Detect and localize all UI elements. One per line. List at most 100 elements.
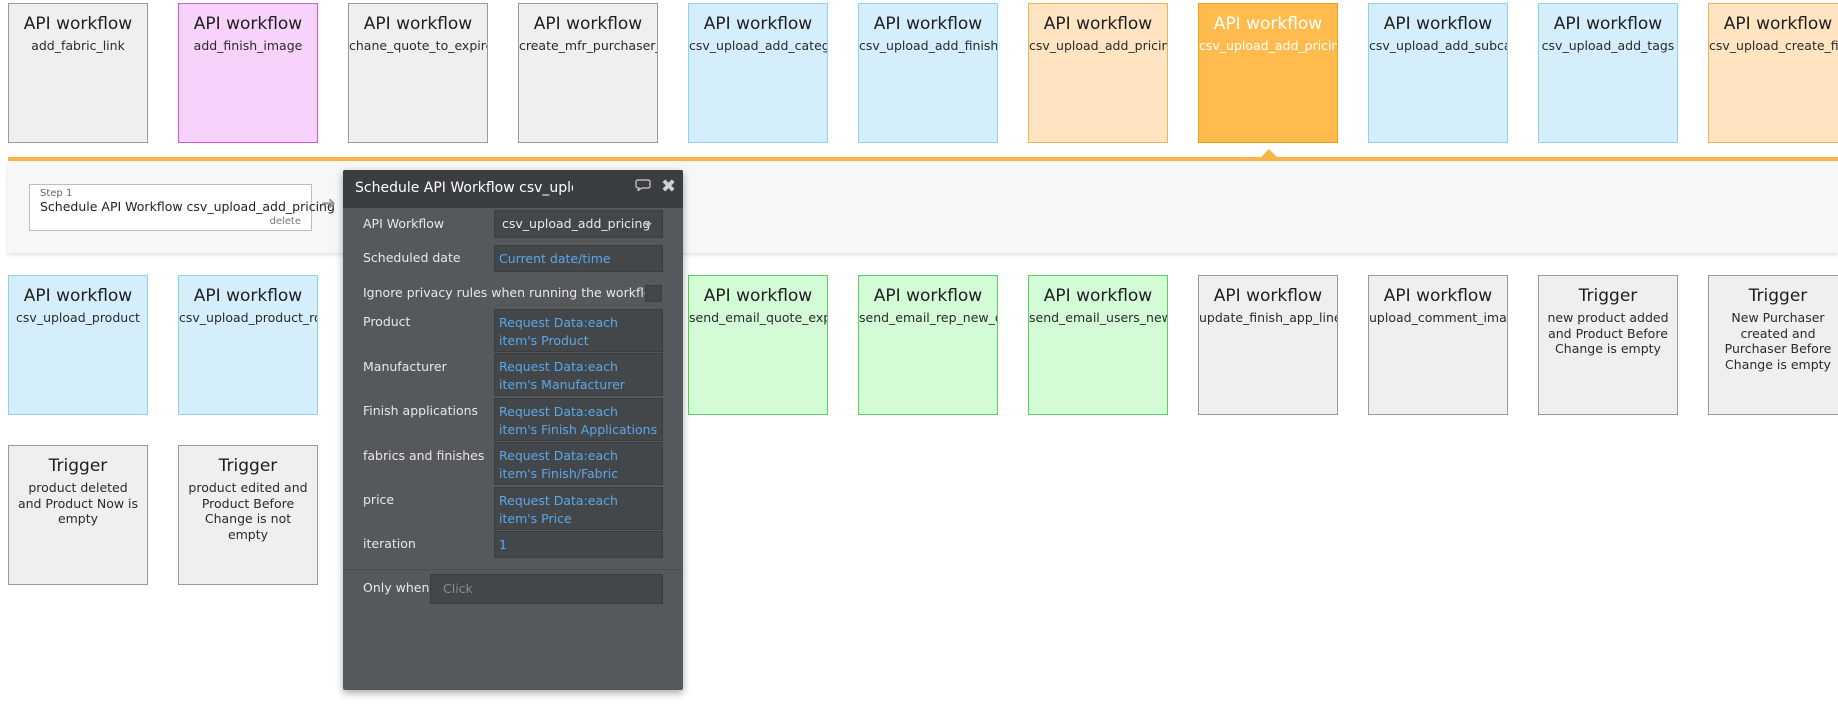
card-title: API workflow [873,286,983,306]
step-number: Step 1 [40,188,73,199]
card-subtitle: csv_upload_add_finish_a [859,38,997,53]
product-field[interactable]: Request Data:each item's Product [494,309,663,352]
card-title: API workflow [703,14,813,34]
ignore-privacy-label: Ignore privacy rules when running the wo… [363,285,662,300]
api-workflow-card[interactable]: API workflow csv_upload_create_fini [1708,3,1838,143]
api-workflow-dropdown[interactable]: csv_upload_add_pricing [494,210,663,238]
card-subtitle: send_email_rep_new_qu [859,310,997,325]
card-title: API workflow [1383,286,1493,306]
step-1-box[interactable]: Step 1 Schedule API Workflow csv_upload_… [29,184,335,231]
arrow-right-icon: ➜ [321,193,337,214]
card-title: API workflow [1553,14,1663,34]
api-workflow-card[interactable]: API workflow csv_upload_add_finish_a [858,3,998,143]
card-title: API workflow [1043,286,1153,306]
finish-applications-label: Finish applications [363,403,479,418]
fabrics-finishes-label: fabrics and finishes [363,448,485,463]
api-workflow-card[interactable]: API workflow upload_comment_image [1368,275,1508,415]
card-title: API workflow [193,14,303,34]
comment-icon[interactable] [635,179,651,191]
card-subtitle: csv_upload_create_fini [1709,38,1838,53]
card-title: Trigger [218,456,278,476]
selection-line [8,157,1838,161]
api-workflow-card[interactable]: API workflow csv_upload_add_tags [1538,3,1678,143]
card-subtitle: csv_upload_add_pricing [1199,38,1337,53]
card-title: API workflow [193,286,303,306]
chevron-down-icon [644,223,652,227]
card-title: API workflow [1213,286,1323,306]
selection-notch [1260,149,1278,158]
workflow-steps-panel [8,161,1838,253]
api-workflow-card[interactable]: API workflow csv_upload_product_rou [178,275,318,415]
card-subtitle: add_finish_image [193,38,303,53]
delete-step-link[interactable]: delete [269,216,301,227]
only-when-label: Only when [363,580,430,595]
api-workflow-card[interactable]: API workflow csv_upload_add_pricing [1028,3,1168,143]
card-title: API workflow [23,286,133,306]
card-subtitle: csv_upload_product [16,310,140,325]
card-subtitle: create_mfr_purchaser_c [519,38,657,53]
iteration-field[interactable]: 1 [494,531,663,558]
card-title: API workflow [873,14,983,34]
card-title: API workflow [1213,14,1323,34]
card-title: API workflow [1723,14,1833,34]
only-when-input[interactable]: Click [430,574,663,604]
card-subtitle: product edited and Product Before Change… [188,480,308,542]
product-label: Product [363,314,411,329]
card-subtitle: chane_quote_to_expired [349,38,487,53]
dialog-divider [343,569,683,570]
finish-applications-field[interactable]: Request Data:each item's Finish Applicat… [494,398,663,441]
schedule-workflow-dialog: Schedule API Workflow csv_upload_add_pri… [343,170,683,690]
api-workflow-value: csv_upload_add_pricing [502,216,651,231]
api-workflow-card[interactable]: API workflow csv_upload_add_pricing [1198,3,1338,143]
card-title: Trigger [1578,286,1638,306]
card-subtitle: send_email_users_new_ [1029,310,1167,325]
dialog-title: Schedule API Workflow csv_upload_add_pri… [355,180,573,196]
close-icon[interactable]: ✖ [661,176,677,197]
api-workflow-card[interactable]: API workflow update_finish_app_line_ [1198,275,1338,415]
card-title: API workflow [363,14,473,34]
dialog-header: Schedule API Workflow csv_upload_add_pri… [343,170,683,208]
card-subtitle: csv_upload_add_categor [689,38,827,53]
trigger-card[interactable]: Trigger product edited and Product Before… [178,445,318,585]
card-subtitle: csv_upload_product_rou [179,310,317,325]
fabrics-finishes-field[interactable]: Request Data:each item's Finish/Fabric [494,442,663,485]
trigger-card[interactable]: Trigger new product added and Product Bef… [1538,275,1678,415]
card-subtitle: csv_upload_add_tags [1541,38,1675,53]
card-title: API workflow [1383,14,1493,34]
api-workflow-card[interactable]: API workflow send_email_users_new_ [1028,275,1168,415]
manufacturer-label: Manufacturer [363,359,447,374]
api-workflow-label: API Workflow [363,216,445,231]
card-subtitle: new product added and Product Before Cha… [1547,310,1669,356]
step-name[interactable]: Schedule API Workflow csv_upload_add_pri… [40,199,335,214]
card-subtitle: update_finish_app_line_ [1199,310,1337,325]
card-subtitle: product deleted and Product Now is empty [17,480,139,526]
api-workflow-card[interactable]: API workflow chane_quote_to_expired [348,3,488,143]
card-title: Trigger [1748,286,1808,306]
api-workflow-card[interactable]: API workflow csv_upload_product [8,275,148,415]
scheduled-date-field[interactable]: Current date/time [494,245,663,272]
card-title: API workflow [23,14,133,34]
card-title: API workflow [1043,14,1153,34]
card-subtitle: csv_upload_add_pricing [1029,38,1167,53]
card-title: API workflow [533,14,643,34]
card-subtitle: New Purchaser created and Purchaser Befo… [1724,310,1832,372]
price-field[interactable]: Request Data:each item's Price [494,487,663,530]
manufacturer-field[interactable]: Request Data:each item's Manufacturer [494,353,663,396]
api-workflow-card[interactable]: API workflow send_email_rep_new_qu [858,275,998,415]
card-title: API workflow [703,286,813,306]
api-workflow-card[interactable]: API workflow csv_upload_add_categor [688,3,828,143]
api-workflow-card[interactable]: API workflow create_mfr_purchaser_c [518,3,658,143]
iteration-label: iteration [363,536,416,551]
ignore-privacy-checkbox[interactable] [645,285,662,302]
card-subtitle: add_fabric_link [31,38,125,53]
api-workflow-card[interactable]: API workflow csv_upload_add_subcate [1368,3,1508,143]
card-subtitle: upload_comment_image [1369,310,1507,325]
card-subtitle: csv_upload_add_subcate [1369,38,1507,53]
price-label: price [363,492,395,507]
api-workflow-card[interactable]: API workflow add_fabric_link [8,3,148,143]
api-workflow-card[interactable]: API workflow add_finish_image [178,3,318,143]
scheduled-date-label: Scheduled date [363,250,461,265]
